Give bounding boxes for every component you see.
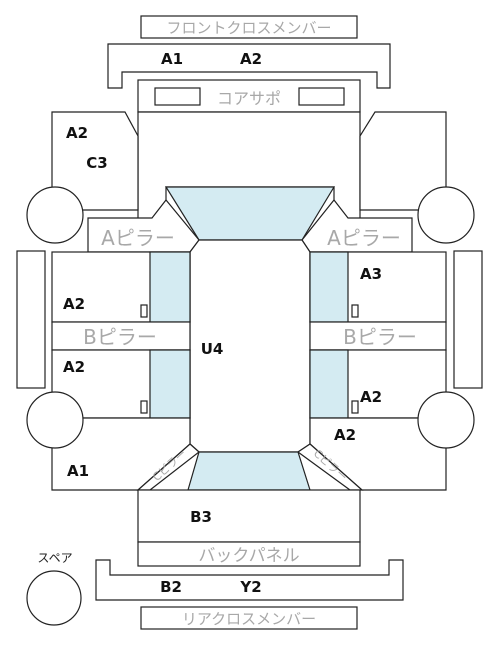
right-rear-door-grade: A2 [360,388,382,406]
right-front-door-glass [309,251,349,323]
left-rear-door-grade: A2 [63,358,85,376]
spare-tire-label: スペア [37,551,72,565]
left-front-door-handle [140,304,148,318]
left-front-fender-grade: A2 [66,124,88,142]
b-pillar-left-label: Bピラー [83,325,157,349]
a-pillar-right-label: Aピラー [327,226,401,250]
back-panel-label: バックパネル [198,546,299,566]
rear-bumper-right-grade: Y2 [239,578,261,596]
rear-cross-member-label: リアクロスメンバー [182,610,316,628]
right-front-fender [359,111,447,211]
left-front-door-grade: A2 [63,295,85,313]
front-bumper-right-grade: A2 [240,50,262,68]
trunk-grade: B3 [190,508,212,526]
left-rear-door-handle [140,400,148,414]
headlight-right [298,87,345,106]
spare-tire [26,570,82,626]
left-front-fender-sub-grade: C3 [86,154,107,172]
front-cross-member-label: フロントクロスメンバー [166,19,331,37]
front-bumper-left-grade: A1 [161,50,183,68]
rear-window [187,451,311,491]
b-pillar-left [51,321,191,351]
rear-cross-member-box [140,606,358,630]
front-bumper [107,43,391,89]
rear-bumper-left-grade: B2 [160,578,182,596]
core-support-label: コアサポ [217,89,281,108]
right-rear-door-handle [351,400,359,414]
right-side-skirt [453,250,483,389]
right-front-door-handle [351,304,359,318]
rear-right-wheel [417,391,475,449]
front-cross-member-box [140,15,358,39]
left-front-door-glass [149,251,191,323]
a-pillar-left-label: Aピラー [101,226,175,250]
left-rear-quarter-grade: A1 [67,462,89,480]
right-rear-quarter-grade: A2 [334,426,356,444]
b-pillar-right [309,321,447,351]
trunk-lid [137,489,361,543]
left-rear-door-glass [149,349,191,419]
rear-left-wheel [26,391,84,449]
right-front-door-grade: A3 [360,265,382,283]
b-pillar-right-label: Bピラー [343,325,417,349]
rear-bumper [95,559,404,601]
roof-grade: U4 [201,340,224,358]
back-panel [137,541,361,567]
front-left-wheel [26,186,84,244]
right-rear-door-glass [309,349,349,419]
headlight-left [154,87,201,106]
left-side-skirt [16,250,46,389]
front-right-wheel [417,186,475,244]
